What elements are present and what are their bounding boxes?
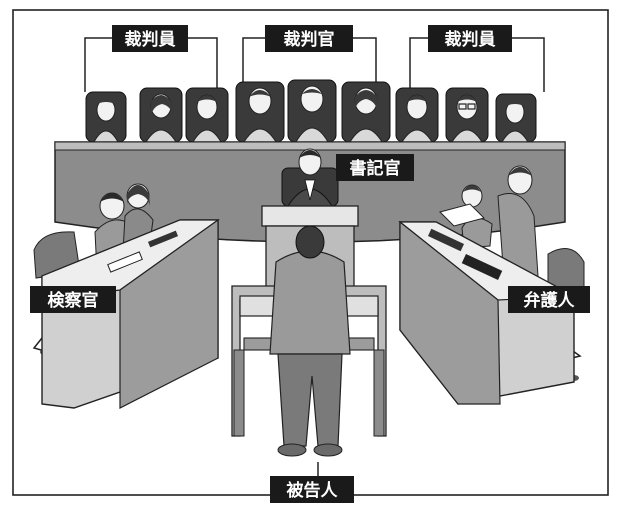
label-jury-right-box bbox=[428, 25, 512, 52]
labels: 裁判員 裁判官 裁判員 書記官 検察官 弁護人 被告人 bbox=[30, 25, 590, 503]
label-jury-left-box bbox=[112, 25, 188, 52]
clerk-desk-top bbox=[261, 205, 359, 227]
label-defense: 弁護人 bbox=[524, 290, 576, 311]
label-clerk: 書記官 bbox=[350, 158, 401, 179]
label-defendant-box bbox=[270, 476, 354, 503]
label-prosecutor-box bbox=[30, 286, 116, 313]
defendant-figure bbox=[269, 225, 351, 457]
bench-top-edge bbox=[54, 141, 566, 151]
label-defendant: 被告人 bbox=[287, 480, 339, 501]
label-clerk-box bbox=[336, 154, 414, 181]
label-judges-box bbox=[265, 25, 353, 52]
clerk-figure bbox=[281, 148, 339, 207]
label-jury-right: 裁判員 bbox=[445, 29, 496, 50]
bench-brackets bbox=[84, 37, 545, 476]
label-judges: 裁判官 bbox=[284, 29, 335, 50]
label-prosecutor: 検察官 bbox=[48, 290, 99, 311]
label-defense-box bbox=[508, 286, 590, 313]
prosecutor-area bbox=[32, 183, 220, 409]
label-jury-left: 裁判員 bbox=[125, 29, 176, 50]
bench-members bbox=[93, 85, 529, 143]
